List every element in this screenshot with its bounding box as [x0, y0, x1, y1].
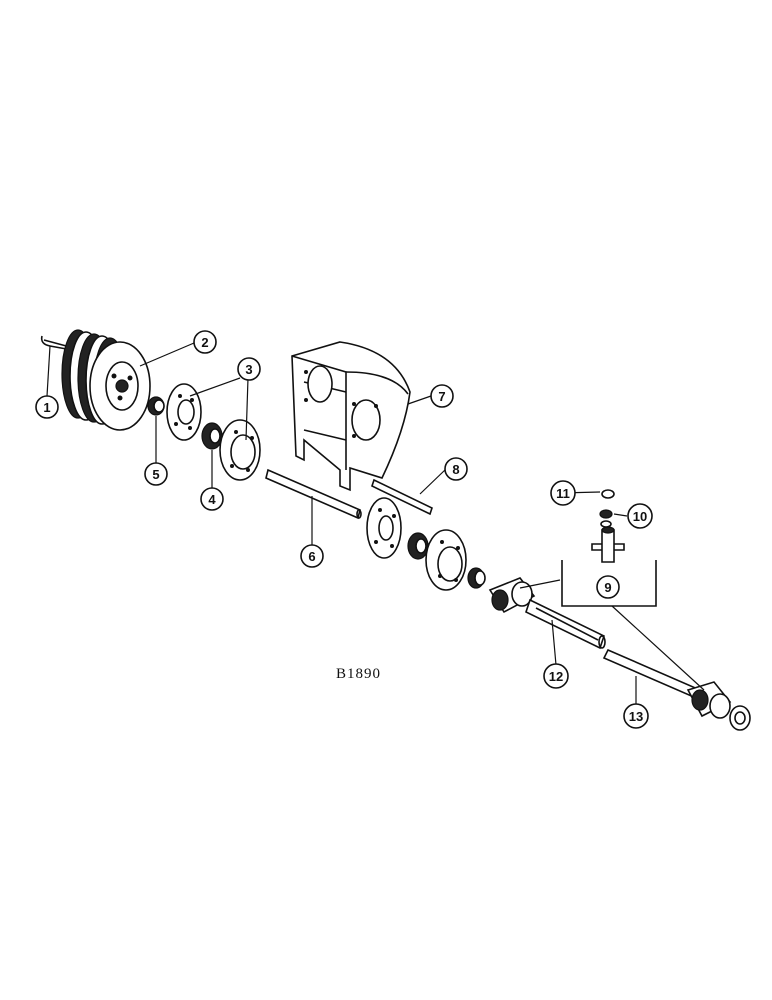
svg-text:7: 7 — [438, 389, 445, 404]
callout-1: 1 — [35, 395, 59, 419]
svg-text:3: 3 — [245, 362, 252, 377]
drawing-code: B1890 — [336, 666, 381, 682]
svg-text:13: 13 — [629, 709, 643, 724]
part-multi-groove-pulley — [61, 329, 151, 431]
callout-12: 12 — [543, 663, 569, 689]
part-ball-bearing-b — [407, 532, 429, 560]
part-drive-shaft — [265, 468, 362, 520]
leader-lines — [46, 342, 705, 705]
callout-2: 2 — [193, 330, 217, 354]
part-ball-bearing — [201, 422, 223, 450]
part-collar — [147, 396, 165, 416]
svg-text:5: 5 — [152, 467, 159, 482]
callout-4: 4 — [200, 487, 224, 511]
part-cross-and-bearing — [591, 526, 625, 563]
svg-text:2: 2 — [201, 335, 208, 350]
part-short-shaft — [371, 478, 433, 516]
part-support-bracket — [291, 341, 411, 492]
group-bracket — [561, 560, 657, 607]
part-snap-ring — [601, 489, 615, 499]
callout-13: 13 — [623, 703, 649, 729]
callout-7: 7 — [430, 384, 454, 408]
svg-text:6: 6 — [308, 549, 315, 564]
part-bearing-flange-b — [219, 419, 261, 481]
svg-text:10: 10 — [633, 509, 647, 524]
part-bearing-flange-d — [425, 529, 467, 591]
callout-5: 5 — [144, 462, 168, 486]
svg-text:4: 4 — [208, 492, 216, 507]
part-u-joint-half-front — [488, 577, 606, 650]
svg-text:11: 11 — [556, 486, 570, 501]
callout-3: 3 — [237, 357, 261, 381]
part-u-joint-half-rear — [602, 648, 751, 731]
callout-6: 6 — [300, 544, 324, 568]
part-bearing-flange-c — [366, 497, 402, 559]
callout-11: 11 — [550, 480, 576, 506]
part-bearing-flange-a — [166, 383, 202, 441]
svg-text:8: 8 — [452, 462, 459, 477]
part-collar-b — [467, 567, 486, 589]
svg-text:1: 1 — [43, 400, 50, 415]
svg-text:12: 12 — [549, 669, 563, 684]
svg-text:9: 9 — [604, 580, 611, 595]
callout-10: 10 — [627, 503, 653, 529]
callout-8: 8 — [444, 457, 468, 481]
callout-9: 9 — [596, 575, 620, 599]
part-bearing-cup — [599, 509, 613, 528]
